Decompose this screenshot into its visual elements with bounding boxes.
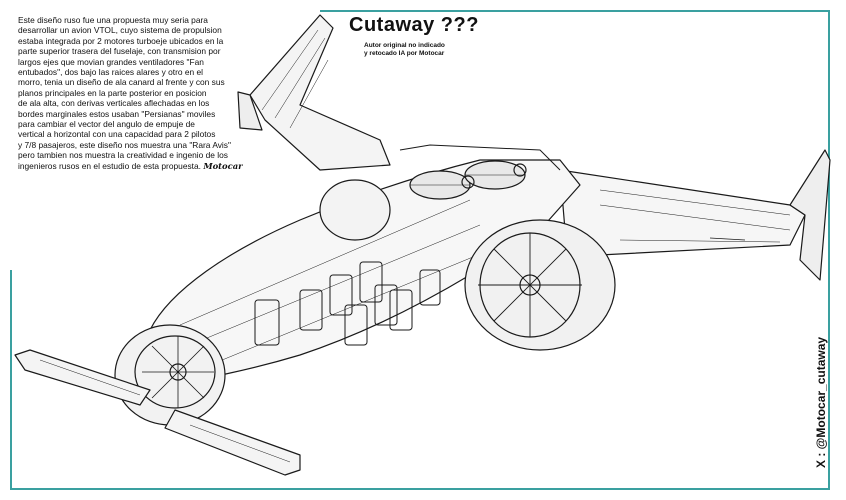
description-body: Este diseño ruso fue una propuesta muy s…: [18, 15, 231, 171]
frame-right-line: [828, 10, 830, 490]
fuselage: [149, 144, 581, 386]
frame-left-line: [10, 270, 12, 490]
page-subtitle: Autor original no indicado y retocado IA…: [364, 42, 445, 57]
description-text: Este diseño ruso fue una propuesta muy s…: [18, 15, 268, 171]
frame-bottom-line: [10, 488, 830, 490]
canard-wing-left: [14, 349, 151, 406]
cabin-seats: [254, 261, 441, 346]
wing-root-ducted-fan: [464, 219, 616, 351]
author-signature: Motocar: [203, 160, 243, 171]
frame-top-line: [320, 10, 830, 12]
nose-fan: [114, 324, 226, 426]
canard-wing-right: [164, 409, 301, 476]
turboshaft-engines: [409, 160, 527, 200]
rear-fan: [319, 179, 391, 241]
main-wing-right: [559, 149, 831, 281]
main-wing-left: [237, 14, 391, 171]
page-title: Cutaway ???: [349, 14, 479, 36]
